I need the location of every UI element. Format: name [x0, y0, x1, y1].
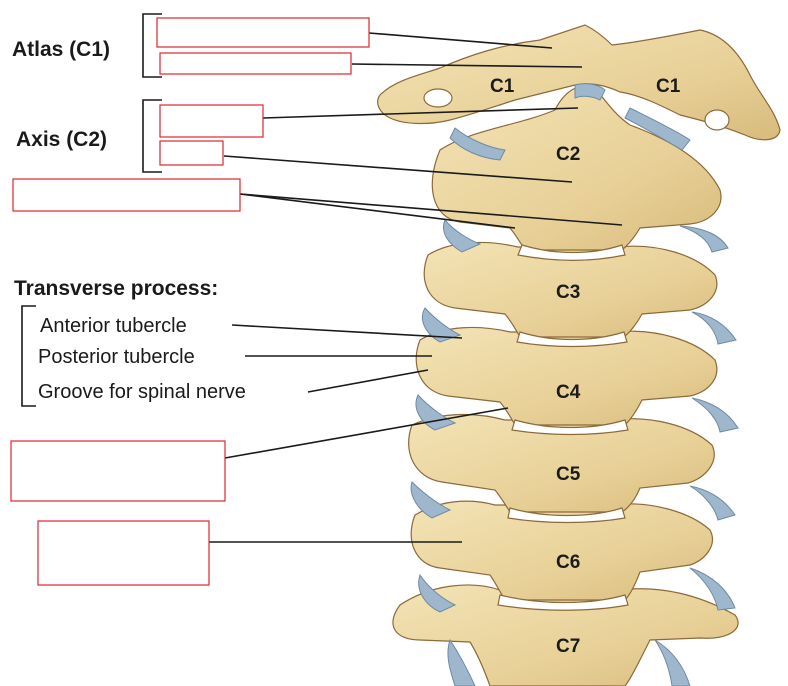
- transverse-process-heading: Transverse process:: [14, 277, 218, 300]
- c7-facet-cartilage: [447, 638, 476, 686]
- vertebra-label: C6: [556, 552, 580, 573]
- anterior-tubercle-label: Anterior tubercle: [40, 315, 187, 337]
- vertebra-label: C2: [556, 144, 580, 165]
- c3-intervertebral-gap: [516, 331, 628, 348]
- atlas-bracket: [142, 13, 162, 78]
- answer-box-axis-1[interactable]: [159, 104, 264, 138]
- c1-facet-cartilage-right: [624, 107, 691, 151]
- vertebra-label: C4: [556, 382, 581, 403]
- c2-facet-cartilage-right: [679, 225, 729, 253]
- answer-box-4[interactable]: [10, 440, 226, 502]
- c5-facet-cartilage: [410, 481, 452, 519]
- c1-transverse-foramen-left: [423, 88, 453, 108]
- transverse-bracket: [21, 305, 36, 407]
- c6-intervertebral-gap: [497, 594, 629, 611]
- vertebra-label: C5: [556, 464, 581, 485]
- answer-box-atlas-1[interactable]: [156, 17, 370, 48]
- vertebra-label: C7: [556, 636, 580, 657]
- vertebra-c4: [415, 326, 718, 426]
- c6-facet-cartilage-right: [689, 567, 736, 611]
- c2-intervertebral-gap: [517, 244, 626, 261]
- answer-box-atlas-2[interactable]: [159, 52, 352, 75]
- vertebra-label: C1: [490, 76, 515, 97]
- vertebra-c2: [431, 85, 722, 251]
- vertebra-c3: [423, 241, 718, 338]
- c3-facet-cartilage-right: [691, 311, 737, 345]
- c6-facet-cartilage: [418, 573, 457, 613]
- axis-label: Axis (C2): [16, 128, 107, 151]
- vertebra-c5: [408, 413, 715, 513]
- c1-facet-cartilage-left: [449, 127, 506, 161]
- answer-box-5[interactable]: [37, 520, 210, 586]
- dens-cartilage: [574, 83, 606, 101]
- c4-facet-cartilage: [415, 394, 457, 431]
- c3-facet-cartilage: [421, 307, 462, 343]
- vertebra-c6: [410, 500, 713, 601]
- c7-facet-cartilage-right: [654, 639, 691, 686]
- atlas-label: Atlas (C1): [12, 38, 110, 61]
- c4-intervertebral-gap: [511, 419, 629, 436]
- vertebra-label: C3: [556, 282, 580, 303]
- spine-illustration: C1 C1 C2 C3 C4 C5 C6 C7: [377, 24, 781, 686]
- axis-bracket: [142, 99, 162, 173]
- c4-facet-cartilage-right: [691, 397, 739, 433]
- answer-box-axis-2[interactable]: [159, 140, 224, 166]
- answer-box-3[interactable]: [12, 178, 241, 212]
- posterior-tubercle-label: Posterior tubercle: [38, 346, 195, 368]
- leader-lines: [209, 32, 623, 543]
- c1-transverse-foramen-right: [704, 109, 730, 131]
- c2-facet-cartilage: [443, 219, 482, 253]
- vertebra-label: C1: [656, 76, 681, 97]
- groove-spinal-nerve-label: Groove for spinal nerve: [38, 381, 246, 403]
- c5-facet-cartilage-right: [689, 485, 736, 521]
- c5-intervertebral-gap: [507, 507, 626, 524]
